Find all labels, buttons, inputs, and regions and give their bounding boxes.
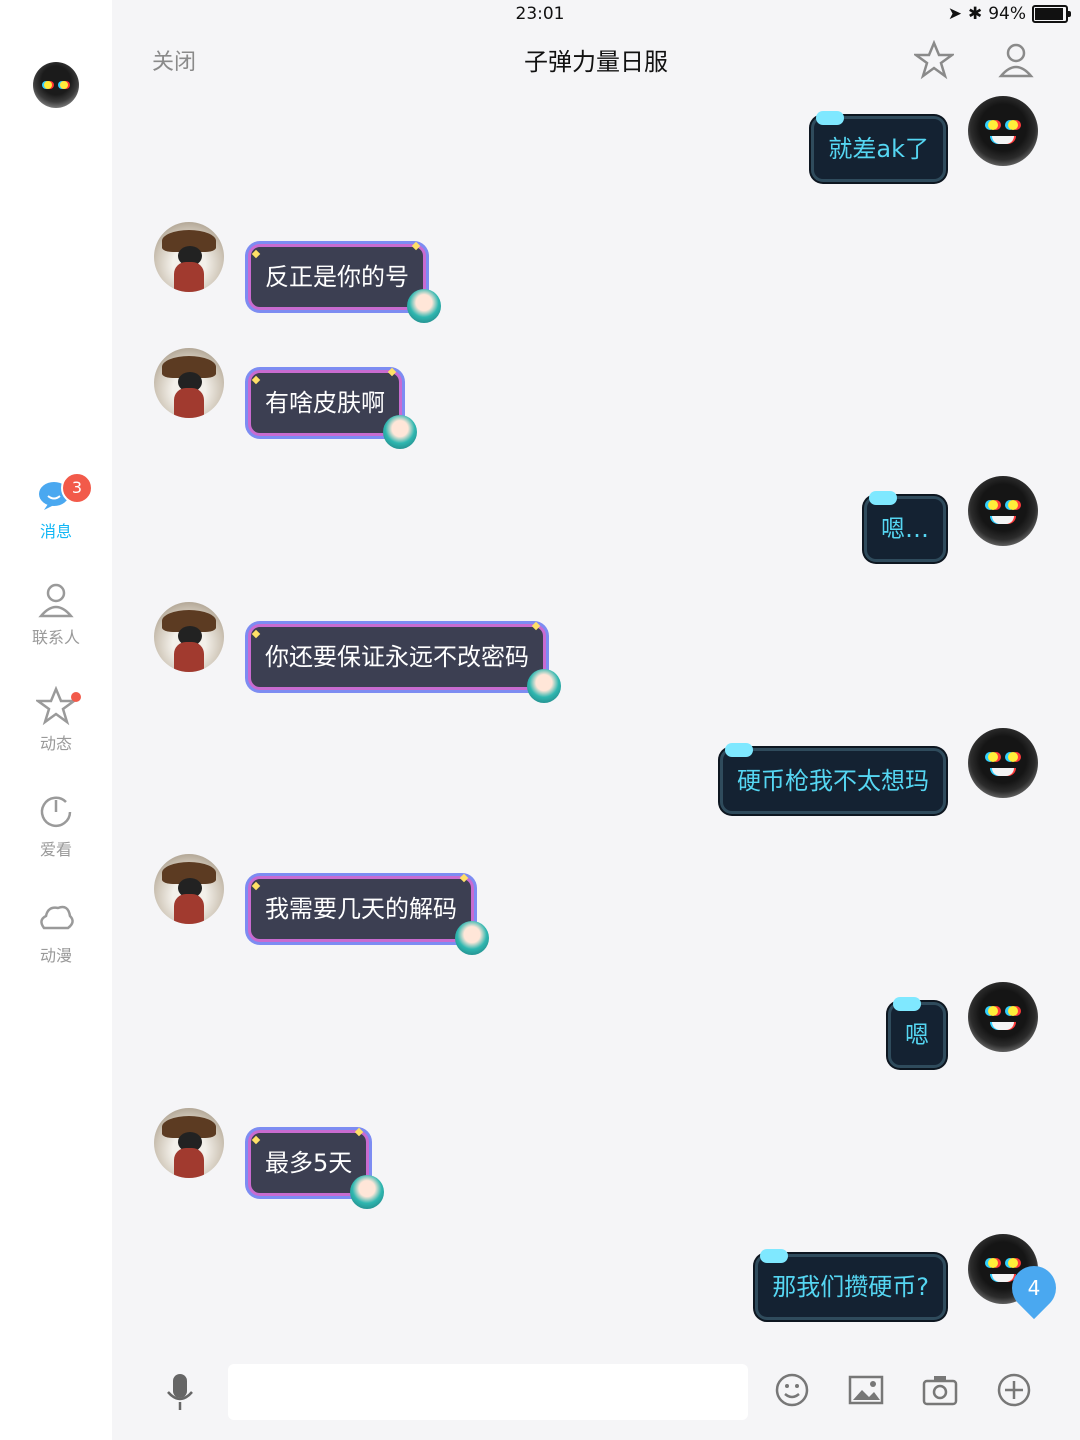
- message-row: 我需要几天的解码: [112, 854, 1080, 955]
- message-text: 反正是你的号: [265, 263, 409, 291]
- bluetooth-icon: ✱: [967, 4, 983, 24]
- message-bubble-mine[interactable]: 嗯…: [864, 491, 946, 562]
- sidebar-item-label: 消息: [39, 522, 72, 541]
- feed-dot: [71, 692, 81, 702]
- profile-avatar[interactable]: [33, 62, 79, 108]
- message-bubble-friend[interactable]: 你还要保证永远不改密码: [248, 621, 561, 703]
- message-bubble-friend[interactable]: 反正是你的号: [248, 241, 441, 323]
- message-bubble-mine[interactable]: 就差ak了: [811, 111, 946, 182]
- group-profile-icon[interactable]: [996, 40, 1036, 80]
- battery-percent: 94%: [988, 4, 1026, 24]
- message-text: 我需要几天的解码: [265, 895, 457, 923]
- message-bubble-friend[interactable]: 有啥皮肤啊: [248, 367, 417, 449]
- sidebar: 消息 3 联系人 动态 爱看 动漫: [0, 0, 112, 1440]
- my-avatar[interactable]: [968, 96, 1038, 166]
- messages-badge: 3: [61, 472, 93, 504]
- message-row: 硬币枪我不太想玛: [112, 728, 1080, 818]
- friend-avatar[interactable]: [154, 348, 224, 418]
- chat-title: 子弹力量日服: [524, 48, 668, 76]
- person-icon: [38, 583, 74, 618]
- message-row: 有啥皮肤啊: [112, 348, 1080, 449]
- chat-header: 关闭 子弹力量日服: [112, 30, 1080, 90]
- add-icon[interactable]: [994, 1370, 1034, 1410]
- favorite-star-icon[interactable]: [914, 40, 954, 80]
- input-bar: [112, 1346, 1080, 1440]
- refresh-icon: [40, 796, 72, 828]
- message-row: 你还要保证永远不改密码: [112, 602, 1080, 703]
- miku-sticker-icon: [527, 669, 561, 703]
- star-icon: [36, 686, 76, 726]
- avatar-eyes: [44, 81, 68, 89]
- message-row: 那我们攒硬币?: [112, 1234, 1080, 1324]
- message-text: 硬币枪我不太想玛: [737, 767, 929, 795]
- message-bubble-mine[interactable]: 那我们攒硬币?: [755, 1249, 946, 1320]
- location-icon: ➤: [947, 4, 962, 24]
- message-bubble-friend[interactable]: 最多5天: [248, 1127, 385, 1209]
- emoji-icon[interactable]: [772, 1370, 812, 1410]
- message-text: 你还要保证永远不改密码: [265, 643, 529, 671]
- status-bar: iPad ⚯ 23:01 ➤ ✱ 94%: [0, 0, 1080, 30]
- sidebar-item-watch[interactable]: 爱看: [0, 792, 112, 860]
- sidebar-item-anime[interactable]: 动漫: [0, 898, 112, 966]
- message-text: 嗯…: [881, 515, 929, 543]
- message-row: 嗯: [112, 982, 1080, 1072]
- image-icon[interactable]: [846, 1370, 886, 1410]
- sidebar-item-label: 动漫: [39, 946, 72, 965]
- message-bubble-friend[interactable]: 我需要几天的解码: [248, 873, 489, 955]
- sidebar-item-messages[interactable]: 消息: [0, 474, 112, 542]
- status-right: ➤ ✱ 94%: [947, 4, 1071, 24]
- cloud-icon: [40, 905, 74, 930]
- sidebar-item-label: 爱看: [39, 840, 72, 859]
- miku-sticker-icon: [455, 921, 489, 955]
- message-bubble-mine[interactable]: 嗯: [888, 997, 946, 1068]
- message-row: 嗯…: [112, 476, 1080, 566]
- sidebar-item-label: 联系人: [31, 628, 80, 647]
- sidebar-item-feed[interactable]: 动态: [0, 686, 112, 754]
- my-avatar[interactable]: [968, 982, 1038, 1052]
- camera-icon[interactable]: [920, 1370, 960, 1410]
- miku-sticker-icon: [383, 415, 417, 449]
- miku-sticker-icon: [350, 1175, 385, 1209]
- message-bubble-mine[interactable]: 硬币枪我不太想玛: [720, 743, 946, 814]
- message-row: 就差ak了: [112, 96, 1080, 186]
- message-input[interactable]: [228, 1364, 748, 1420]
- close-button[interactable]: 关闭: [152, 50, 197, 75]
- microphone-icon[interactable]: [160, 1370, 200, 1414]
- unread-count: 4: [1027, 1276, 1041, 1300]
- friend-avatar[interactable]: [154, 854, 224, 924]
- sidebar-item-label: 动态: [39, 734, 72, 753]
- message-text: 嗯: [905, 1021, 929, 1049]
- message-row: 最多5天: [112, 1108, 1080, 1209]
- my-avatar[interactable]: [968, 476, 1038, 546]
- message-row: 反正是你的号: [112, 222, 1080, 323]
- my-avatar[interactable]: [968, 728, 1038, 798]
- friend-avatar[interactable]: [154, 602, 224, 672]
- message-text: 那我们攒硬币?: [772, 1273, 929, 1301]
- battery-icon: [1032, 5, 1071, 23]
- message-text: 有啥皮肤啊: [265, 389, 385, 417]
- friend-avatar[interactable]: [154, 222, 224, 292]
- message-text: 就差ak了: [828, 135, 929, 163]
- status-time: 23:01: [515, 4, 565, 24]
- friend-avatar[interactable]: [154, 1108, 224, 1178]
- miku-sticker-icon: [407, 289, 441, 323]
- sidebar-item-contacts[interactable]: 联系人: [0, 580, 112, 648]
- message-text: 最多5天: [265, 1149, 353, 1177]
